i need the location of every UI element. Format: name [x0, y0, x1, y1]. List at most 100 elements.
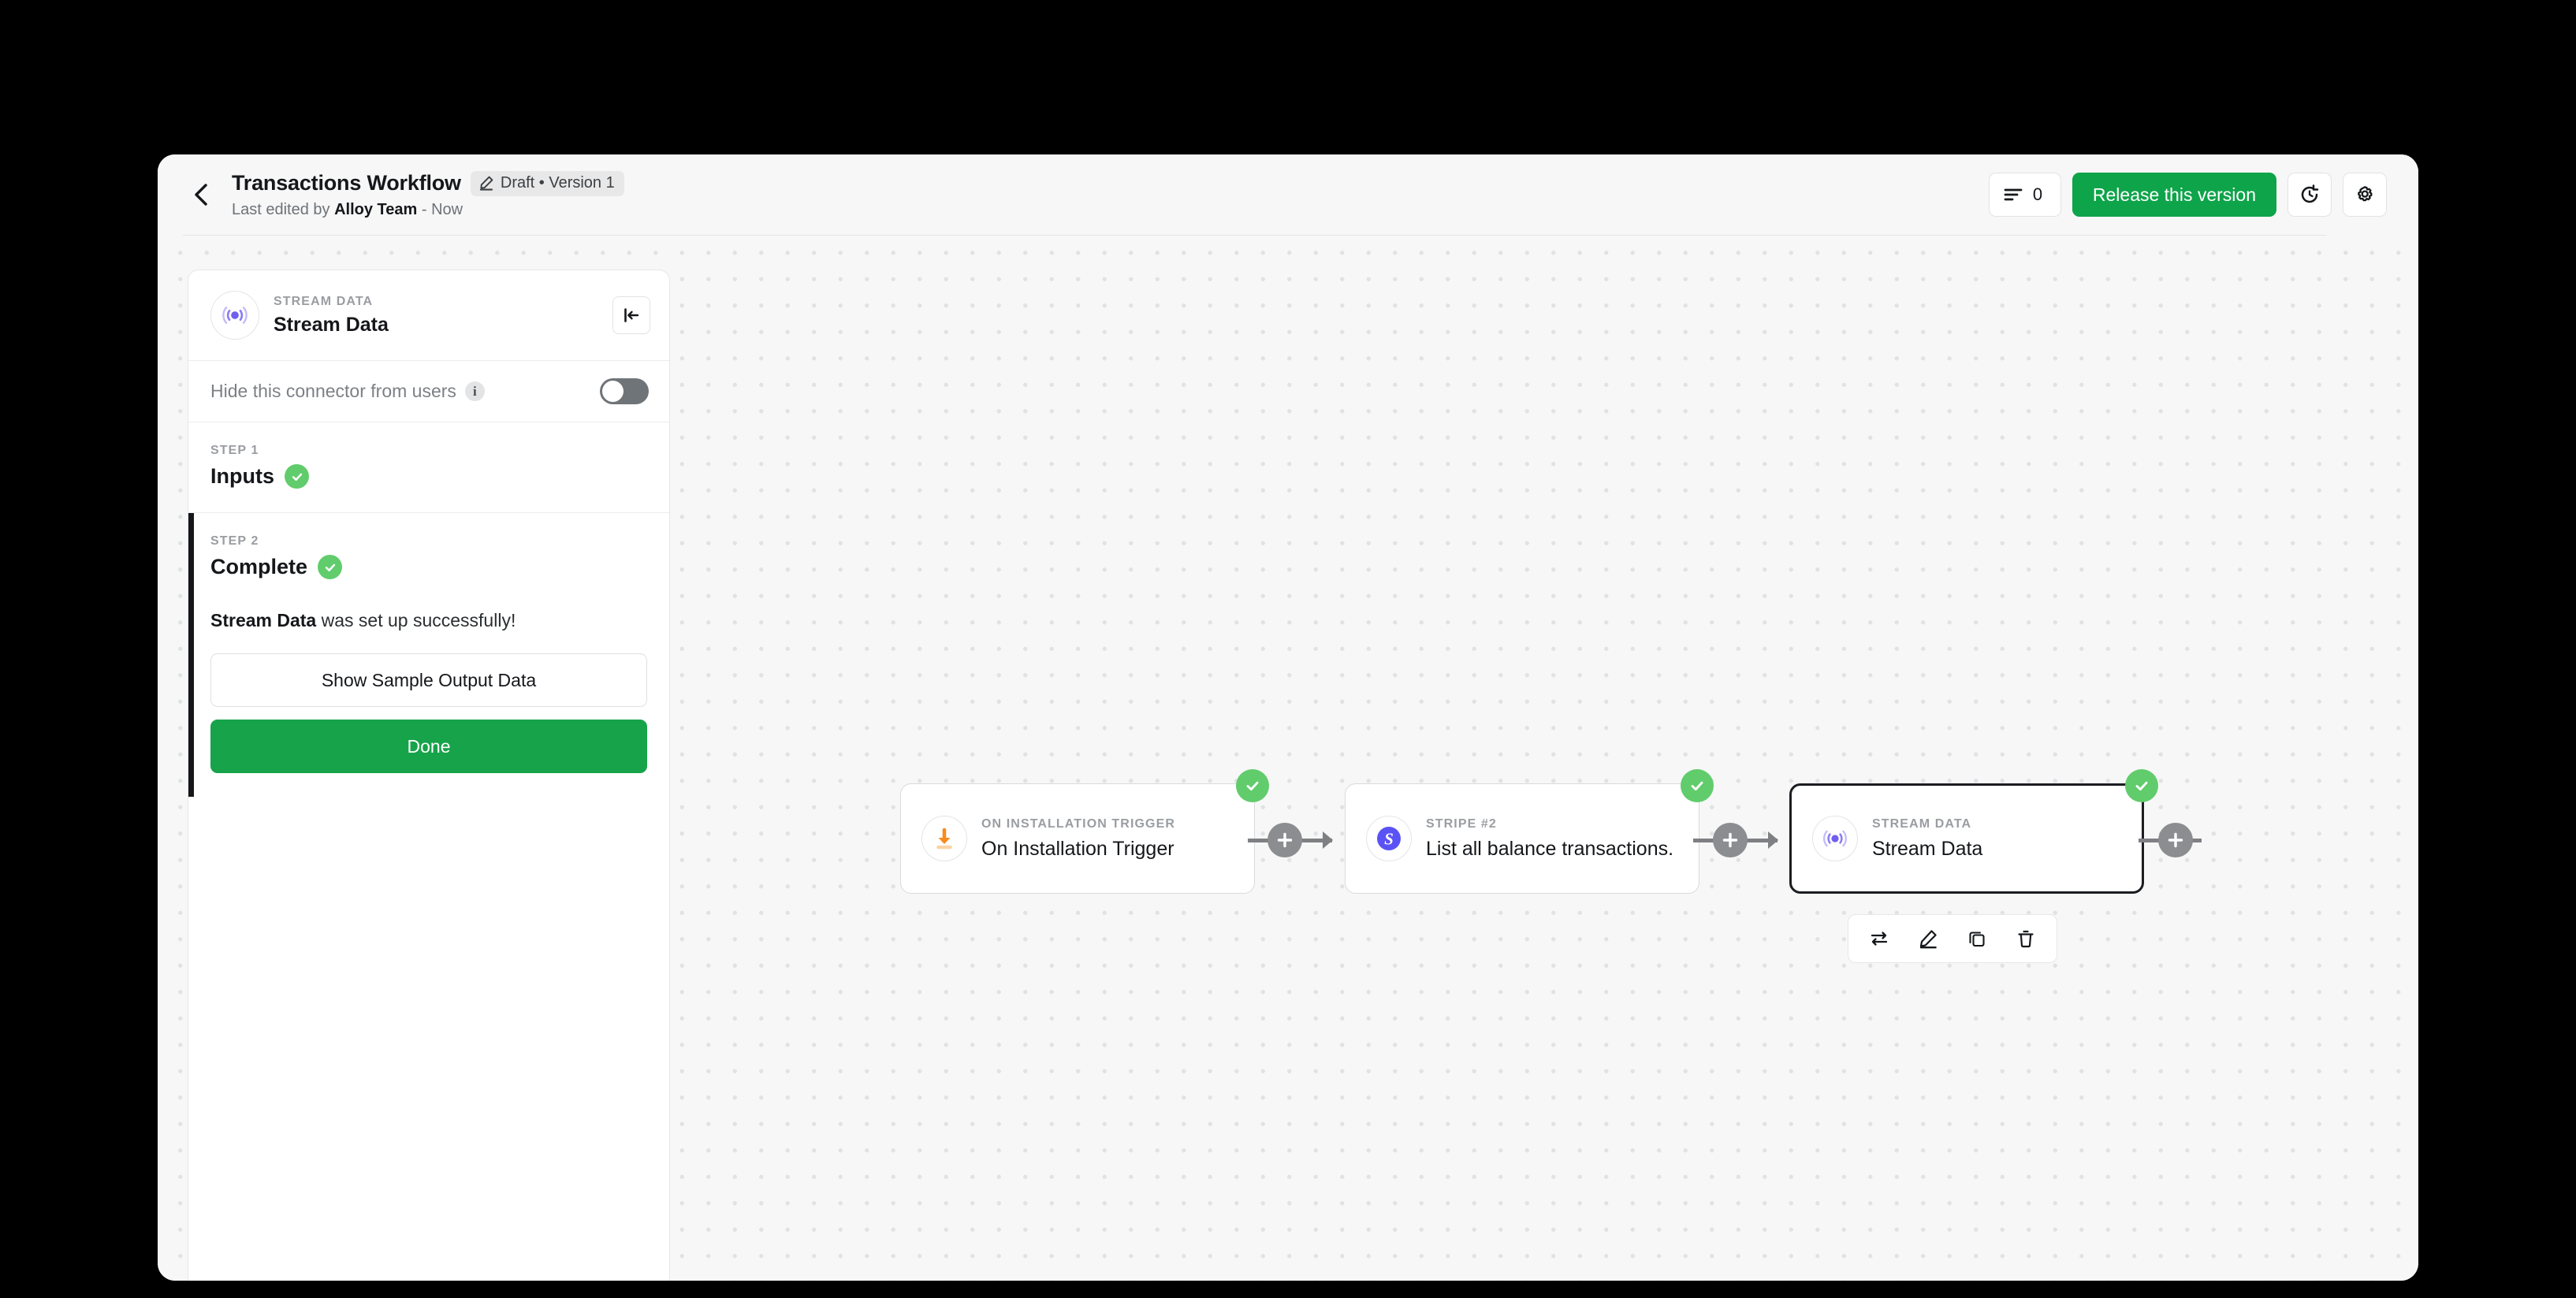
- collapse-panel-button[interactable]: [612, 296, 650, 334]
- title-block: Transactions Workflow Draft • Version 1 …: [232, 170, 1989, 219]
- step-title: Complete: [210, 555, 308, 579]
- step-title-row: Complete: [210, 555, 647, 580]
- settings-button[interactable]: [2343, 173, 2387, 217]
- node-text: ON INSTALLATION TRIGGER On Installation …: [981, 816, 1175, 861]
- node-status-badge: [1681, 769, 1714, 802]
- connector-name: Stream Data: [274, 314, 389, 337]
- node-avatar: S: [1366, 816, 1412, 861]
- comments-count: 0: [2032, 184, 2043, 204]
- node-status-badge: [1236, 769, 1269, 802]
- node-title: Stream Data: [1872, 838, 1983, 861]
- comments-button[interactable]: 0: [1988, 173, 2061, 217]
- trash-icon: [2016, 928, 2036, 949]
- duplicate-node-button[interactable]: [1952, 915, 2001, 962]
- header-actions: 0 Release this version: [1988, 173, 2387, 217]
- check-icon: [1244, 777, 1261, 794]
- collapse-panel-left-icon: [622, 306, 641, 325]
- stream-broadcast-icon: [220, 300, 250, 330]
- last-edited-text: Last edited by Alloy Team - Now: [232, 200, 1989, 219]
- step-number-label: STEP 1: [210, 444, 259, 457]
- node-avatar: [1812, 816, 1858, 861]
- edit-node-button[interactable]: [1904, 915, 1952, 962]
- node-title: On Installation Trigger: [981, 838, 1174, 861]
- connector-type-label: STREAM DATA: [274, 294, 374, 308]
- header-divider: [183, 235, 2327, 236]
- check-icon: [290, 470, 304, 484]
- hide-connector-row: Hide this connector from users i: [188, 361, 669, 422]
- add-step-button-3[interactable]: [2158, 823, 2193, 857]
- app-header: Transactions Workflow Draft • Version 1 …: [158, 154, 2418, 235]
- node-title: List all balance transactions.: [1426, 838, 1674, 861]
- panel-header: STREAM DATA Stream Data: [188, 270, 669, 361]
- svg-text:S: S: [1384, 830, 1394, 849]
- check-icon: [1688, 777, 1706, 794]
- node-eyebrow: ON INSTALLATION TRIGGER: [981, 816, 1176, 831]
- flow-node-stream-data[interactable]: STREAM DATA Stream Data: [1789, 769, 2158, 894]
- release-version-button[interactable]: Release this version: [2072, 173, 2276, 217]
- node-status-badge: [2125, 769, 2158, 802]
- check-icon: [323, 560, 337, 575]
- setup-success-connector: Stream Data: [210, 610, 317, 631]
- last-edited-suffix: - Now: [417, 200, 463, 218]
- add-step-button-1[interactable]: [1268, 823, 1302, 857]
- edge-arrow-2: [1768, 831, 1778, 849]
- step-section-complete[interactable]: STEP 2 Complete Stream Data was set up s…: [188, 513, 669, 798]
- panel-header-text: STREAM DATA Stream Data: [274, 294, 612, 337]
- hide-connector-label: Hide this connector from users: [210, 381, 456, 401]
- copy-icon: [1967, 928, 1987, 949]
- info-icon[interactable]: i: [464, 381, 485, 401]
- flow-graph: ON INSTALLATION TRIGGER On Installation …: [158, 235, 2418, 1281]
- back-button[interactable]: [183, 177, 219, 213]
- setup-success-message: Stream Data was set up successfully!: [210, 609, 647, 633]
- pencil-edit-icon: [1918, 928, 1938, 949]
- version-history-button[interactable]: [2288, 173, 2332, 217]
- node-avatar: [921, 816, 967, 861]
- hide-connector-toggle[interactable]: [600, 378, 649, 404]
- plus-icon: [1276, 831, 1294, 849]
- check-icon: [2133, 777, 2150, 794]
- app-window: Transactions Workflow Draft • Version 1 …: [158, 154, 2418, 1281]
- status-badge[interactable]: Draft • Version 1: [470, 170, 624, 196]
- step-status-badge: [318, 555, 343, 580]
- last-edited-author: Alloy Team: [334, 200, 418, 218]
- list-lines-icon: [2004, 188, 2023, 202]
- step-section-inputs[interactable]: STEP 1 Inputs: [188, 422, 669, 514]
- toggle-knob: [602, 381, 624, 402]
- replace-node-button[interactable]: [1855, 915, 1904, 962]
- step-status-badge: [285, 464, 309, 489]
- delete-node-button[interactable]: [2001, 915, 2050, 962]
- node-text: STRIPE #2 List all balance transactions.: [1426, 816, 1673, 861]
- show-sample-output-button[interactable]: Show Sample Output Data: [210, 653, 647, 708]
- node-text: STREAM DATA Stream Data: [1872, 816, 1982, 861]
- plus-icon: [2167, 831, 2184, 849]
- swap-arrows-icon: [1869, 928, 1889, 949]
- install-download-arrow-icon: [931, 825, 958, 852]
- flow-node-on-installation-trigger[interactable]: ON INSTALLATION TRIGGER On Installation …: [900, 769, 1269, 894]
- step-number-label: STEP 2: [210, 534, 259, 549]
- step-title-row: Inputs: [210, 464, 647, 489]
- stripe-logo-icon: S: [1373, 823, 1405, 854]
- pencil-icon: [478, 175, 494, 191]
- chevron-left-icon: [191, 183, 211, 206]
- last-edited-prefix: Last edited by: [232, 200, 335, 218]
- status-badge-label: Draft • Version 1: [500, 173, 615, 192]
- node-eyebrow: STREAM DATA: [1872, 816, 1972, 831]
- connector-avatar: [210, 291, 259, 340]
- flow-node-stripe-list-balance-transactions[interactable]: S STRIPE #2 List all balance transaction…: [1345, 769, 1714, 894]
- add-step-button-2[interactable]: [1713, 823, 1748, 857]
- setup-success-rest: was set up successfully!: [316, 610, 516, 631]
- stream-broadcast-icon: [1821, 824, 1849, 853]
- page-title: Transactions Workflow: [232, 170, 461, 195]
- connector-config-panel: STREAM DATA Stream Data Hide this connec…: [188, 270, 670, 1281]
- done-button[interactable]: Done: [210, 720, 647, 774]
- node-eyebrow: STRIPE #2: [1426, 816, 1497, 831]
- title-row: Transactions Workflow Draft • Version 1: [232, 170, 1989, 196]
- gear-icon: [2354, 184, 2376, 206]
- edge-arrow-1: [1323, 831, 1333, 849]
- hide-connector-label-wrap: Hide this connector from users i: [210, 381, 600, 402]
- node-action-toolbar: [1848, 914, 2057, 963]
- workflow-canvas[interactable]: ON INSTALLATION TRIGGER On Installation …: [158, 235, 2418, 1281]
- history-clock-icon: [2299, 184, 2321, 206]
- step-title: Inputs: [210, 464, 274, 489]
- plus-icon: [1722, 831, 1739, 849]
